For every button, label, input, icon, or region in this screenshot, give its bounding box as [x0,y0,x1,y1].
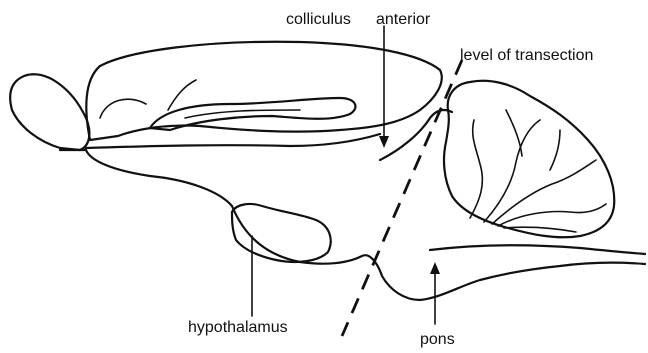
brainstem-outline [60,150,645,300]
label-transection: level of transection [460,47,593,64]
label-hypothalamus: hypothalamus [188,319,288,336]
pons-pointer-arrow [430,262,440,274]
label-pons: pons [420,331,455,348]
label-colliculus: colliculus [286,11,351,28]
callosum-line [168,80,196,110]
olfactory-bulb [10,74,89,150]
brainstem-lower-line [430,245,645,254]
cerebellum-folia [470,110,606,232]
colliculus-bump [380,110,452,160]
label-anterior: anterior [376,11,431,28]
cerebral-cortex [86,42,441,140]
tectum-line [86,134,380,148]
colliculus-pointer-arrow [379,136,389,148]
cerebellum [444,81,614,238]
cortex-inner-curve [100,99,146,118]
